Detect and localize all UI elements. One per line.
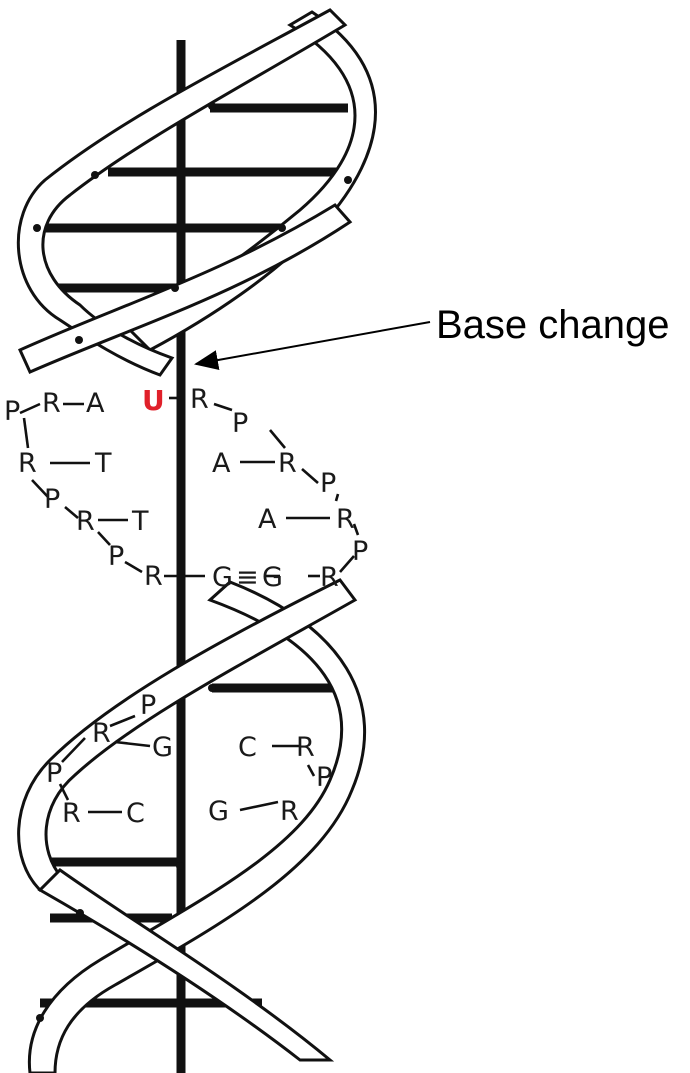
backbone-dots	[33, 102, 352, 1022]
nt-a: A	[86, 388, 105, 419]
nt-t: T	[131, 506, 149, 537]
nt-p: P	[320, 468, 336, 499]
nt-g: G	[208, 796, 229, 827]
bubble-right-letters: P A R P A R P G ≡ G R	[212, 408, 368, 593]
nt-r: R	[144, 561, 163, 592]
nt-r: R	[296, 732, 315, 763]
lower-helix-letters: P R G C R P P R C G R	[46, 690, 332, 829]
nt-g: G	[152, 732, 173, 763]
nt-p: P	[140, 690, 156, 721]
nt-r: R	[62, 798, 81, 829]
lower-helix-strands	[17, 578, 367, 1073]
nt-r: R	[42, 388, 61, 419]
strand-back-lower	[27, 580, 367, 1073]
nt-r: R	[190, 384, 209, 415]
strand-lower-tail	[37, 868, 335, 1062]
nt-p: P	[108, 541, 124, 572]
nt-p: P	[44, 484, 60, 515]
nt-r: R	[278, 448, 297, 479]
annotation-arrow	[194, 321, 431, 370]
nt-c: C	[238, 732, 257, 763]
bubble-bonds	[19, 396, 360, 578]
base-pair-rungs-upper	[40, 103, 348, 293]
nt-c: C	[126, 798, 145, 829]
nt-p: P	[232, 408, 248, 439]
nt-p: P	[4, 396, 20, 427]
mutated-base-u: U	[142, 384, 165, 417]
strand-connector-upper-left	[18, 203, 353, 374]
nt-g: G	[262, 562, 283, 593]
upper-helix-strands	[16, 8, 377, 377]
triple-bond-symbol: ≡	[236, 562, 259, 593]
nt-r: R	[92, 718, 111, 749]
nt-p: P	[316, 762, 332, 793]
base-change-label: Base change	[436, 303, 670, 347]
bubble-left-letters: P R A R T P R T P R	[4, 388, 163, 592]
strand-front-upper	[16, 8, 348, 377]
nt-p: P	[352, 536, 368, 567]
nt-a: A	[258, 504, 277, 535]
nt-p: P	[46, 758, 62, 789]
nt-g: G	[212, 562, 233, 593]
nt-t: T	[94, 448, 112, 479]
nt-r: R	[18, 448, 37, 479]
lower-bonds	[58, 714, 316, 814]
nt-r: R	[320, 562, 339, 593]
nt-r: R	[76, 506, 95, 537]
nt-a: A	[212, 448, 231, 479]
nt-r: R	[280, 796, 299, 827]
nt-r: R	[336, 504, 355, 535]
